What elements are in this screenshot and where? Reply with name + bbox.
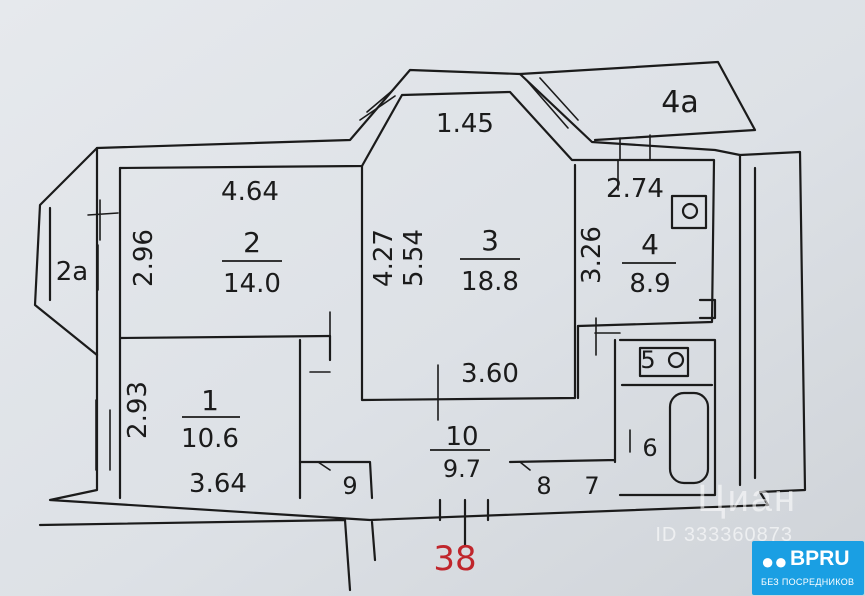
room-6-number: 6: [642, 434, 657, 462]
room-10-number: 10: [445, 422, 478, 452]
wall-corridor: [298, 324, 617, 500]
room-3-top-dimension: 1.45: [436, 109, 494, 139]
room-2-number: 2: [243, 226, 261, 259]
stove-icon: [670, 194, 708, 230]
room-1-area: 10.6: [181, 424, 239, 454]
room-1-side-dimension: 2.93: [123, 381, 153, 439]
room-1-number: 1: [201, 384, 219, 417]
room-3-bottom-dimension: 3.60: [461, 359, 519, 389]
room-8-number: 8: [536, 472, 551, 500]
watermark-brand: Циан: [697, 478, 797, 520]
bathtub-icon: [668, 391, 710, 485]
apartment-number: 38: [433, 539, 476, 579]
outer-wall: [48, 68, 807, 522]
room-2-area: 14.0: [223, 269, 281, 299]
balcony-2a: [33, 146, 99, 357]
room-1-width-dimension: 3.64: [189, 469, 247, 499]
room-10-area: 9.7: [443, 455, 481, 483]
wall-bathroom: [618, 338, 717, 497]
room-2-side-dimension: 2.96: [129, 229, 159, 287]
door-marks: [87, 77, 651, 471]
badge-tagline: БЕЗ ПОСРЕДНИКОВ: [761, 577, 855, 587]
room-3-number: 3: [481, 224, 499, 257]
inner-wall-top: [118, 90, 716, 328]
room-4-area: 8.9: [629, 269, 670, 299]
room-4-number: 4: [641, 228, 659, 261]
room-3-side-a-dimension: 4.27: [369, 229, 399, 287]
balcony-2a-label: 2a: [56, 257, 88, 287]
room-9-number: 9: [342, 472, 357, 500]
wall-room2: [118, 163, 577, 500]
toilet-bowl-icon: [667, 351, 685, 369]
bpru-badge[interactable]: ●● BPRU БЕЗ ПОСРЕДНИКОВ: [752, 541, 864, 595]
people-icon: ●●: [761, 549, 788, 574]
badge-name: BPRU: [790, 547, 850, 570]
room-4-width-dimension: 2.74: [606, 174, 664, 204]
room-4-side-dimension: 3.26: [577, 226, 607, 284]
room-5-number: 5: [640, 346, 655, 374]
balcony-4a-label: 4a: [661, 85, 698, 120]
room-3-area: 18.8: [461, 267, 519, 297]
watermark-listing-id: ID 333360873: [655, 524, 793, 546]
room-2-width-dimension: 4.64: [221, 177, 279, 207]
room-7-number: 7: [584, 472, 599, 500]
room-3-side-b-dimension: 5.54: [399, 229, 429, 287]
balcony-4a: [518, 60, 757, 142]
toilet-icon: [638, 346, 690, 378]
sink-icon: [698, 298, 717, 320]
wall-east: [738, 153, 757, 487]
burner-icon: [681, 202, 699, 220]
entrance-lines: [38, 498, 490, 592]
